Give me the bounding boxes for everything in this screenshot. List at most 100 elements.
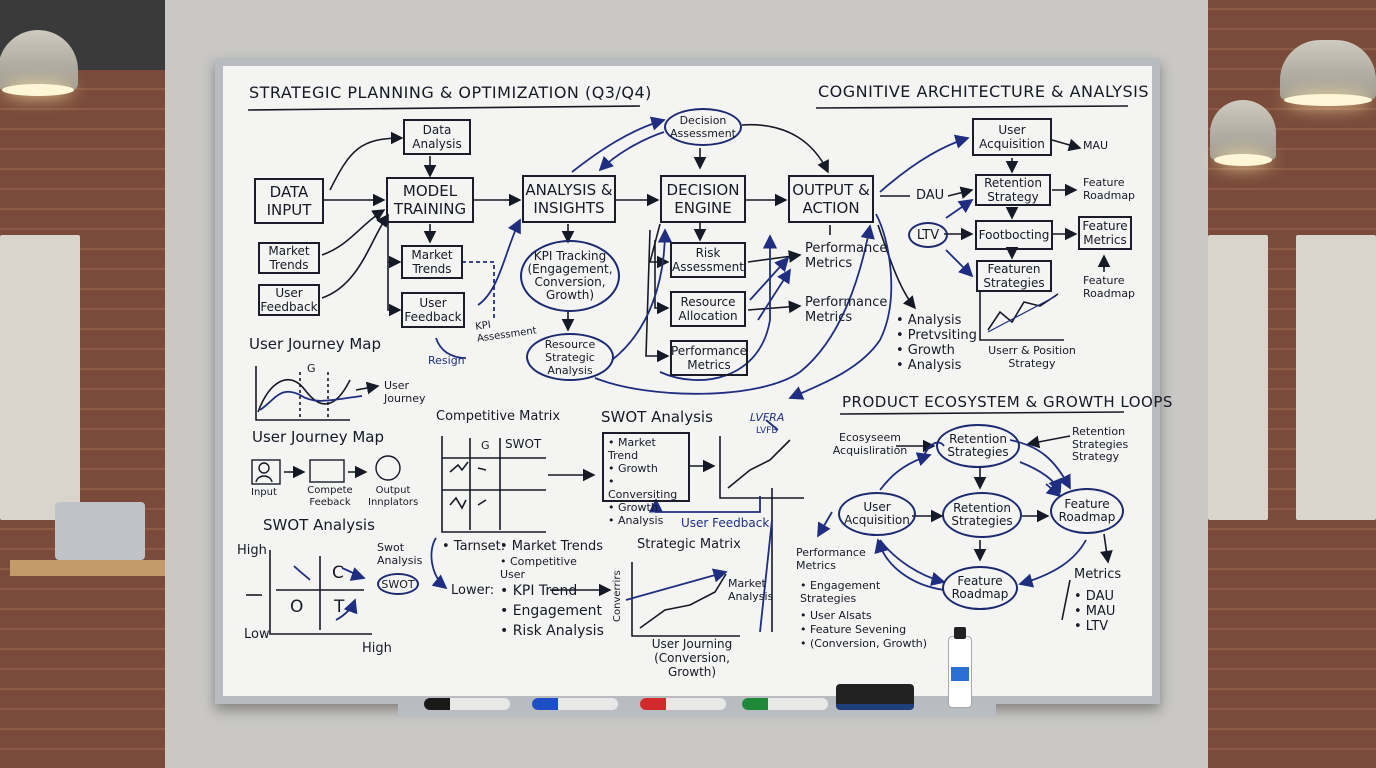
ecosystem-acquisition-label: Ecosyseem Acquisliration <box>832 431 908 457</box>
data-input-box: DATA INPUT <box>254 178 324 224</box>
retention-strategy-box: Retention Strategy <box>975 174 1051 206</box>
compete-feeback-label: Compete Feeback <box>307 485 353 508</box>
swot-title: SWOT Analysis <box>263 516 375 534</box>
performance-metrics-label: Performance Metrics <box>805 295 888 325</box>
feature-roadmap-label: Feature Roadmap <box>1083 274 1136 300</box>
retention-strategies-node: Retention Strategies <box>942 492 1022 538</box>
ltv-node: LTV <box>908 222 948 248</box>
swot-t-letter: T <box>334 597 345 617</box>
marker-cap <box>742 698 768 710</box>
bottle-label <box>951 667 969 681</box>
whiteboard-eraser[interactable] <box>836 684 914 710</box>
performance-item: • Engagement Strategies <box>800 579 881 605</box>
red-marker[interactable] <box>640 698 726 710</box>
strategic-matrix-xaxis: User Journing (Conversion, Growth) <box>651 637 733 679</box>
cleaner-bottle[interactable] <box>948 627 972 708</box>
flow-bullet: • Analysis <box>896 358 962 373</box>
featuren-strategies-box: Featuren Strategies <box>976 260 1052 292</box>
decision-engine-box: DECISION ENGINE <box>660 175 746 223</box>
market-trends-box: Market Trends <box>258 242 320 274</box>
feature-roadmap-node: Feature Roadmap <box>1050 488 1124 534</box>
strategic-matrix-title: Strategic Matrix <box>637 537 741 552</box>
competitive-title: Competitive Matrix <box>436 409 561 424</box>
matrix-swot-label: SWOT <box>505 437 542 451</box>
market-trends-box: Market Trends <box>401 245 463 279</box>
risk-analysis-bullet: • Risk Analysis <box>500 623 604 639</box>
black-marker[interactable] <box>424 698 510 710</box>
dau-label: DAU <box>916 188 945 203</box>
pendant-lamp <box>1280 40 1376 106</box>
swot-c-letter: C <box>332 563 344 583</box>
cognitive-title: COGNITIVE ARCHITECTURE & ANALYSIS <box>818 82 1150 101</box>
strategic-title: STRATEGIC PLANNING & OPTIMIZATION (Q3/Q4… <box>249 83 652 102</box>
kpi-tracking-node: KPI Tracking (Engagement, Conversion, Gr… <box>520 240 620 312</box>
matrix-g-label: G <box>481 439 490 452</box>
swot-list-item: • Market Trend <box>608 436 656 462</box>
output-innplators-label: Output Innplators <box>368 485 419 508</box>
metrics-title: Metrics <box>1074 567 1122 582</box>
metrics-item: • LTV <box>1074 619 1109 634</box>
data-analysis-box: Data Analysis <box>403 119 471 155</box>
lvfra-sub-note: LVFB <box>756 426 778 436</box>
model-training-box: MODEL TRAINING <box>386 177 474 223</box>
performance-item: • User Alsats <box>800 609 872 622</box>
user-acquisition-box: User Acquisition <box>972 118 1052 156</box>
kpi-trend-bullet: • KPI Trend <box>500 583 578 599</box>
market-trends-bullet: • Market Trends <box>500 539 603 554</box>
marker-cap <box>640 698 666 710</box>
acoustic-panel <box>0 235 80 520</box>
resource-allocation-box: Resource Allocation <box>670 291 746 327</box>
blue-marker[interactable] <box>532 698 618 710</box>
strategic-matrix-yaxis: Converrirs <box>612 570 623 622</box>
tarnset-label: • Tarnset: <box>442 539 506 554</box>
swot-list-item: • Analysis <box>608 514 664 527</box>
resource-strategic-node: Resource Strategic Analysis <box>526 333 614 381</box>
performance-metrics-label: Performance Metrics <box>796 546 866 572</box>
desk <box>10 560 165 576</box>
axis-low-label: Low <box>244 627 270 642</box>
lvfra-note: LVFRA <box>750 411 785 424</box>
marker-cap <box>424 698 450 710</box>
bottle-cap <box>954 627 966 639</box>
green-marker[interactable] <box>742 698 828 710</box>
flow-bullet: • Pretvsiting <box>896 328 977 343</box>
retention-strategy-note: Retention Strategies Strategy <box>1072 425 1129 464</box>
journey-title: User Journey Map <box>249 335 382 353</box>
user-position-label: Userr & Position Strategy <box>988 344 1076 370</box>
flow-bullet: • Analysis <box>896 313 962 328</box>
swot-o-letter: O <box>290 597 304 617</box>
risk-assessment-box: Risk Assessment <box>670 242 746 278</box>
swot-list-item: • Growth <box>608 462 658 475</box>
footbocting-box: Footbocting <box>975 220 1053 250</box>
performance-item: • (Conversion, Growth) <box>800 637 928 650</box>
swot-list-box: • Market Trend • Growth • Conversiting •… <box>602 432 690 527</box>
pendant-lamp <box>0 30 78 96</box>
journey-g-label: G <box>307 362 316 375</box>
acoustic-panel <box>1296 235 1376 520</box>
swot-analysis-note: Swot Analysis <box>377 541 423 567</box>
performance-item: • Feature Sevening <box>800 623 907 636</box>
mau-label: MAU <box>1083 139 1109 152</box>
user-feedback-box: User Feedback <box>258 284 320 316</box>
decision-assessment-node: Decision Assessment <box>664 108 742 146</box>
swot-list-item: • Growth <box>608 501 658 514</box>
user-feedback-note: User Feedback <box>681 516 770 530</box>
flow-bullet: • Growth <box>896 343 955 358</box>
brick-wall-left <box>0 0 165 768</box>
user-journey-label: User Journey <box>384 379 426 405</box>
metrics-item: • DAU <box>1074 589 1114 604</box>
performance-metrics-box: Performance Metrics <box>670 340 748 376</box>
lower-label: Lower: <box>451 583 495 598</box>
output-action-box: OUTPUT & ACTION <box>788 175 874 223</box>
swot-list-item: • Conversiting <box>608 475 678 501</box>
resign-note: Resign <box>428 354 465 367</box>
input-label: Input <box>251 487 277 498</box>
metrics-item: • MAU <box>1074 604 1116 619</box>
performance-metrics-label: Performance Metrics <box>805 241 888 271</box>
laptop <box>55 502 145 560</box>
acoustic-panel <box>1208 235 1268 520</box>
user-feedback-box: User Feedback <box>401 292 465 328</box>
analysis-insights-box: ANALYSIS & INSIGHTS <box>522 175 616 223</box>
swot-node: SWOT <box>377 573 419 595</box>
